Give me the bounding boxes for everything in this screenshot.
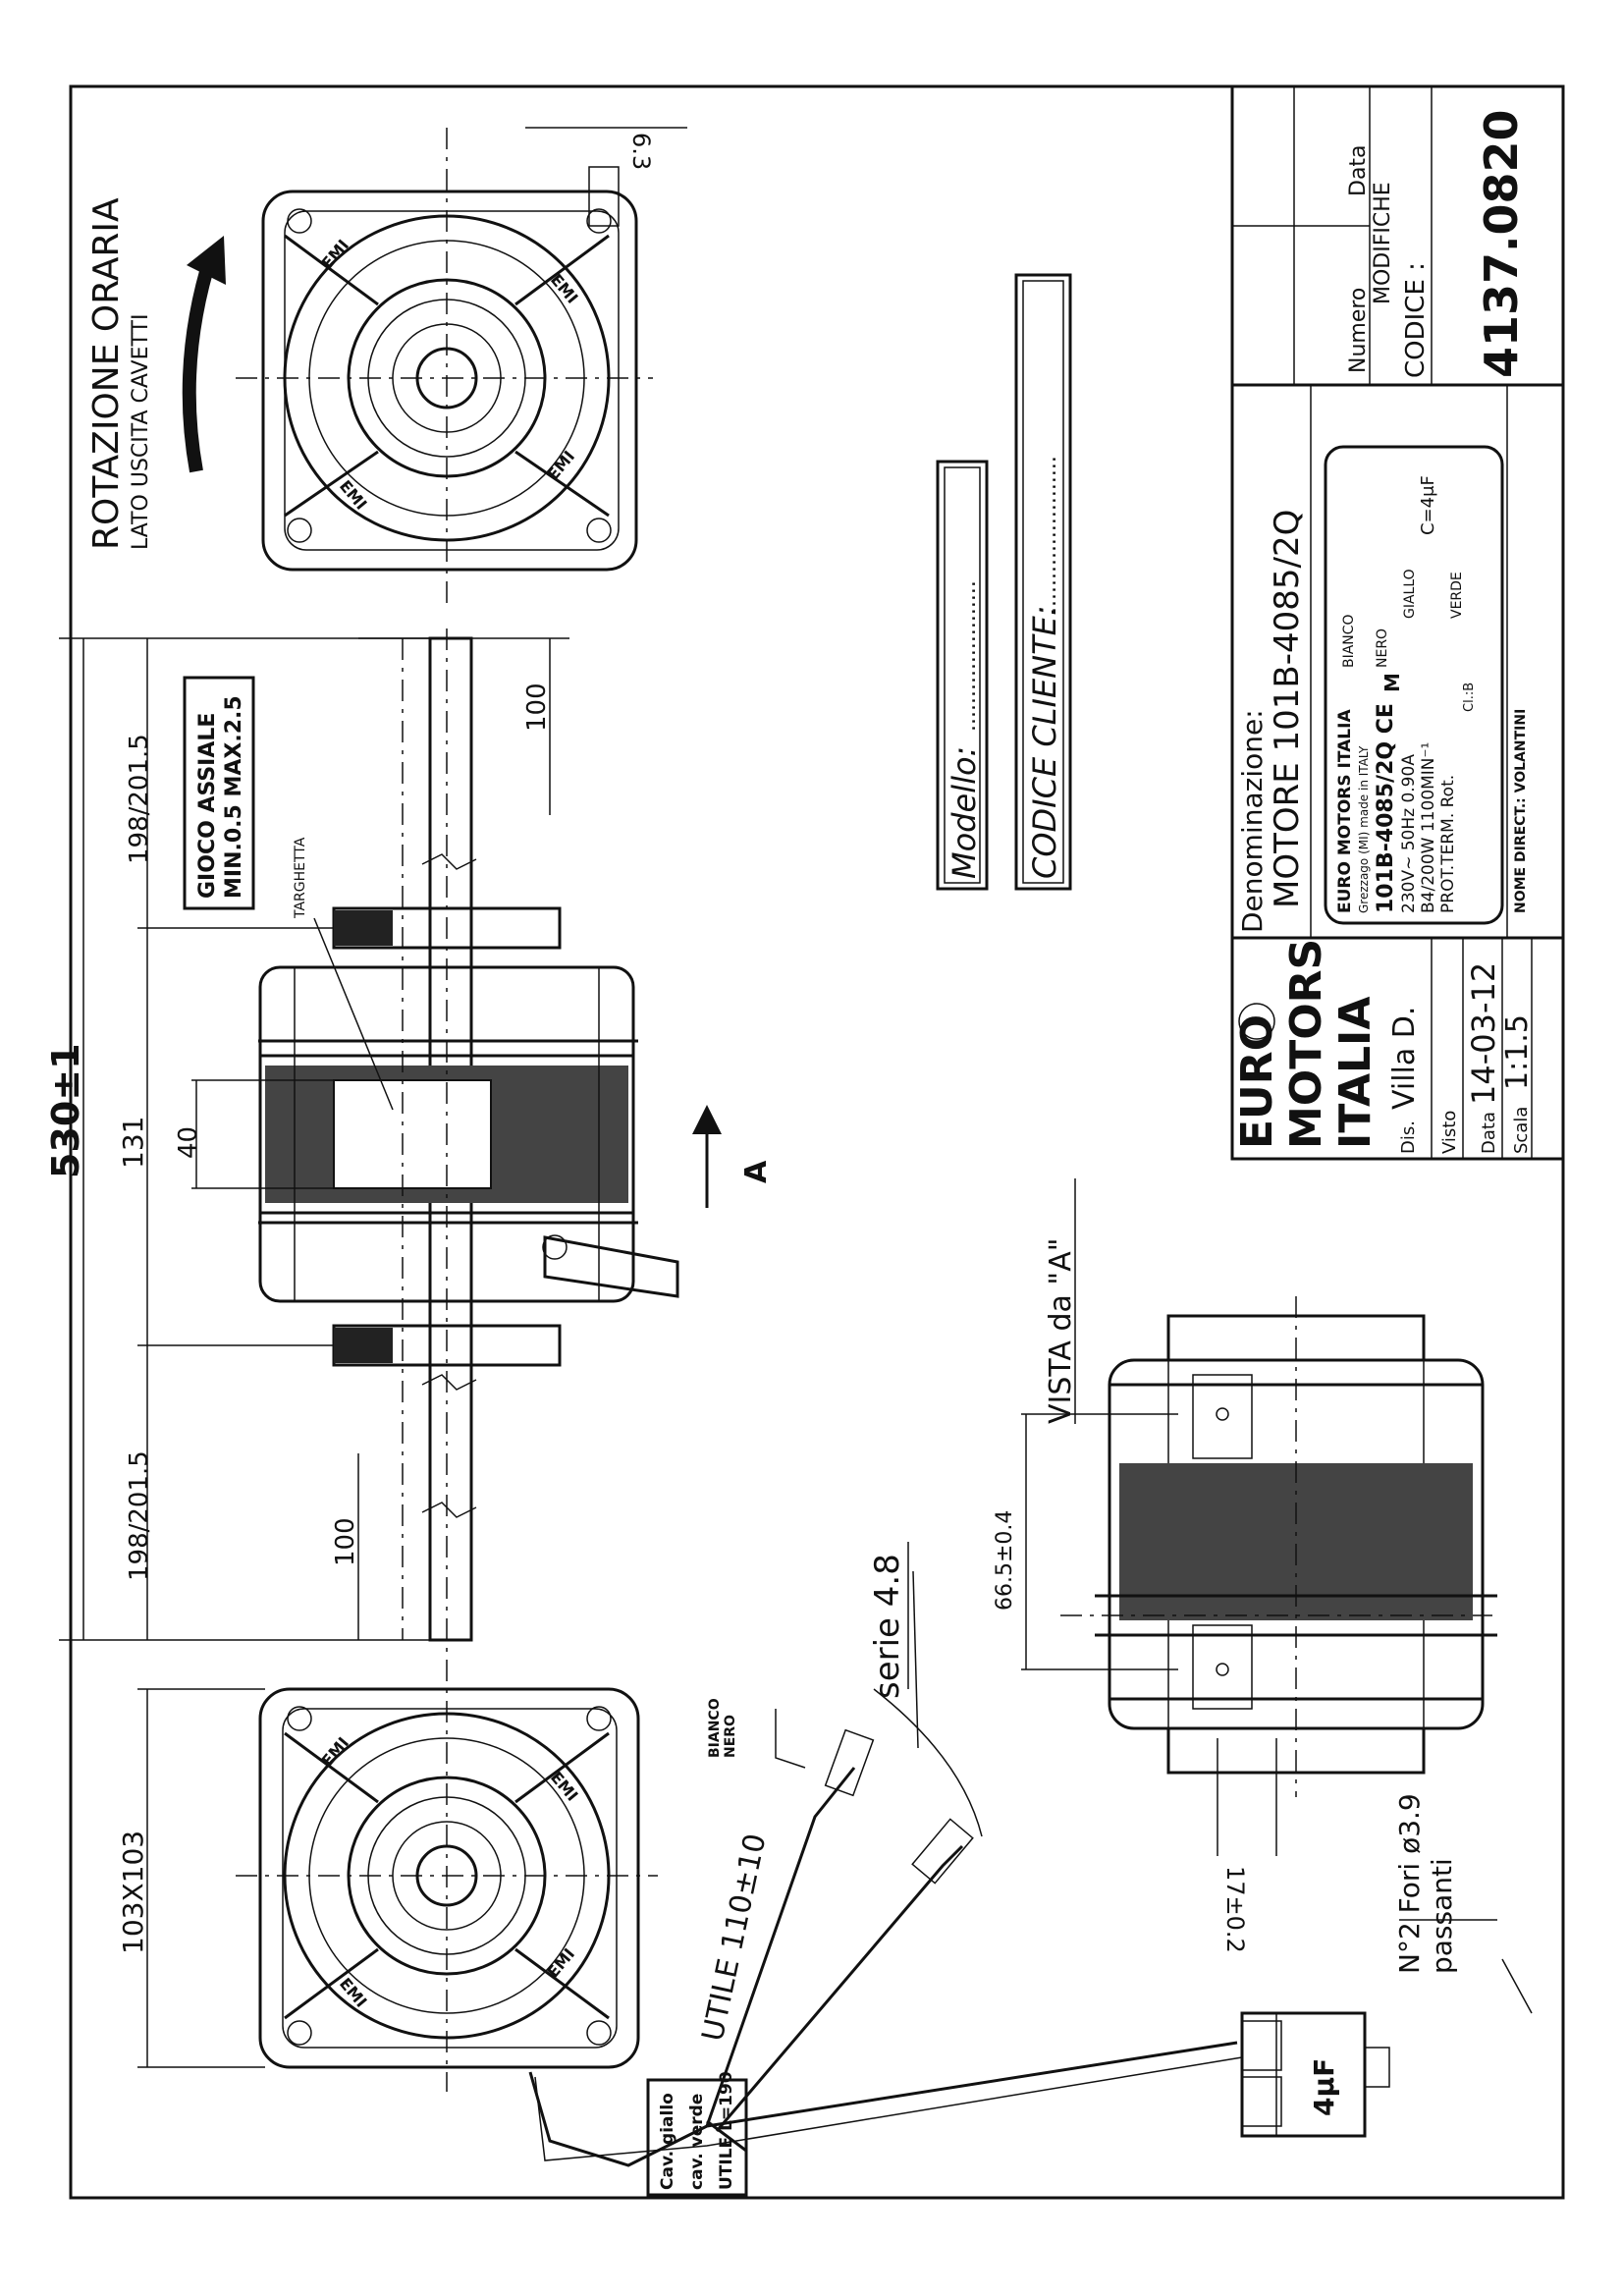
capacitor-value: C=4μF bbox=[1418, 475, 1438, 535]
arrow-a-label: A bbox=[739, 1160, 774, 1183]
brand-line-2: MOTORS bbox=[1281, 939, 1331, 1149]
fori-line2: passanti bbox=[1426, 1858, 1458, 1974]
emi-label-bot-1: EMI bbox=[318, 1733, 353, 1770]
emi-label-bot-3: EMI bbox=[336, 1974, 371, 2010]
dim-overall: 530±1 bbox=[44, 1043, 87, 1178]
nameplate-line7: Cl.:B bbox=[1462, 683, 1477, 712]
view-arrow-a-icon bbox=[692, 1105, 722, 1134]
nameplate-line4: 230V~ 50Hz 0.90A bbox=[1399, 754, 1419, 913]
dim-shaft-100-right: 100 bbox=[522, 683, 552, 732]
vista-label: VISTA da "A" bbox=[1044, 1237, 1078, 1424]
dis-label: Dis. bbox=[1398, 1121, 1419, 1154]
visto-label: Visto bbox=[1439, 1111, 1460, 1154]
rotation-arrow-icon bbox=[182, 252, 218, 473]
wire-bianco: BIANCO bbox=[1341, 614, 1357, 668]
dim-shaft-100-left: 100 bbox=[331, 1517, 360, 1566]
cavetto-line1: Cav. giallo bbox=[658, 2093, 677, 2190]
dimensions-left: 530±1 198/201.5 198/201.5 131 40 100 100 bbox=[44, 637, 569, 1641]
dim-vista-66-5: 66.5±0.4 bbox=[993, 1510, 1017, 1611]
end-view-bottom: 103X103 EMI EMI EMI EMI bbox=[117, 1660, 658, 2092]
title-block: EURO MOTORS ITALIA Dis. Villa D. Visto D… bbox=[1230, 84, 1565, 1161]
dim-flange: 103X103 bbox=[117, 1831, 149, 1954]
rotation-line2: LATO USCITA CAVETTI bbox=[129, 314, 153, 550]
dim-vista-17: 17±0.2 bbox=[1221, 1866, 1249, 1953]
gioco-box bbox=[183, 676, 255, 910]
nameplate-line1: EURO MOTORS ITALIA bbox=[1335, 709, 1355, 913]
nameplate-line3: 101B-4085/2Q CE bbox=[1374, 703, 1398, 913]
fan-logo-icon bbox=[1238, 1003, 1275, 1040]
utile-label: UTILE 110±10 bbox=[696, 1831, 774, 2045]
nameplate: EURO MOTORS ITALIA Grezzago (MI) made in… bbox=[1335, 475, 1477, 913]
serie-label: serie 4.8 bbox=[868, 1554, 907, 1699]
nero-label: NERO bbox=[723, 1715, 738, 1758]
codice-cliente-label: CODICE CLIENTE: bbox=[1026, 605, 1063, 879]
scala-label: Scala bbox=[1511, 1107, 1532, 1154]
designation-value: MOTORE 101B-4085/2Q bbox=[1268, 510, 1307, 908]
capacitor: 4μF bbox=[1240, 2011, 1390, 2138]
dim-tab-6-3: 6.3 bbox=[627, 133, 655, 170]
end-view-top: EMI EMI EMI EMI 6.3 bbox=[236, 127, 687, 604]
brand-line-1: EURO bbox=[1232, 1014, 1282, 1149]
cavetto-line3: UTILE L=190 bbox=[717, 2071, 736, 2190]
wire-verde: VERDE bbox=[1449, 572, 1465, 619]
dis-value: Villa D. bbox=[1387, 1007, 1422, 1110]
codice-cliente-field: CODICE CLIENTE: ....................... bbox=[1014, 273, 1072, 891]
dim-body: 131 bbox=[117, 1117, 149, 1169]
designation-label: Denominazione: bbox=[1236, 709, 1269, 933]
codice-value: 4137.0820 bbox=[1475, 109, 1528, 378]
bianco-label: BIANCO bbox=[707, 1698, 723, 1758]
modifiche-label: MODIFICHE bbox=[1371, 182, 1395, 304]
side-view: TARGHETTA GIOCO ASSIALE MIN.0.5 MAX.2.5 … bbox=[183, 629, 774, 1660]
data-label: Data bbox=[1479, 1112, 1499, 1154]
wire-giallo: GIALLO bbox=[1402, 569, 1418, 619]
modello-dots: ...................... bbox=[956, 580, 981, 732]
fori-line1: N°2 Fori ø3.9 bbox=[1393, 1793, 1426, 1974]
gioco-line1: GIOCO ASSIALE bbox=[195, 713, 220, 899]
codice-label: CODICE : bbox=[1401, 262, 1431, 378]
modello-field: Modello: ...................... bbox=[936, 460, 989, 891]
dim-left-shaft: 198/201.5 bbox=[125, 1450, 154, 1581]
scala-value: 1:1.5 bbox=[1500, 1014, 1535, 1090]
nameplate-line6: PROT.TERM. Rot. bbox=[1438, 775, 1458, 913]
modello-label: Modello: bbox=[946, 746, 983, 879]
nameplate-line2: Grezzago (MI) made in ITALY bbox=[1357, 745, 1371, 913]
numero-label: Numero bbox=[1346, 288, 1371, 373]
motor-symbol: M bbox=[1380, 673, 1404, 692]
nameplate-box bbox=[1324, 445, 1504, 925]
dim-right-shaft: 198/201.5 bbox=[125, 734, 154, 864]
brand-line-3: ITALIA bbox=[1330, 997, 1380, 1149]
rotation-line1: ROTAZIONE ORARIA bbox=[86, 197, 127, 550]
vista-a-view: VISTA da "A" 66.5±0.4 17±0.2 N°2 Fori ø3… bbox=[993, 1178, 1533, 2014]
data-value: 14-03-12 bbox=[1465, 962, 1502, 1105]
dim-stack: 40 bbox=[174, 1126, 203, 1159]
codice-cliente-dots: ....................... bbox=[1037, 456, 1061, 614]
data-col-label: Data bbox=[1346, 144, 1371, 196]
targhetta-label: TARGHETTA bbox=[293, 837, 308, 919]
emi-label-top-1: EMI bbox=[318, 236, 353, 272]
nameplate-line5: B4/200W 1100MIN⁻¹ bbox=[1419, 742, 1438, 913]
wire-nero: NERO bbox=[1375, 629, 1390, 668]
cavetto-box bbox=[646, 2078, 748, 2197]
nameplate-customer: NOME DIRECT.: VOLANTINI bbox=[1513, 709, 1529, 913]
cavetto-line2: cav. verde bbox=[687, 2094, 707, 2190]
brand-logo: EURO MOTORS ITALIA bbox=[1232, 939, 1380, 1149]
emi-label-top-3: EMI bbox=[336, 476, 371, 513]
capacitor-label: 4μF bbox=[1308, 2058, 1340, 2116]
rotation-arrowhead bbox=[187, 236, 226, 285]
gioco-line2: MIN.0.5 MAX.2.5 bbox=[222, 695, 246, 899]
